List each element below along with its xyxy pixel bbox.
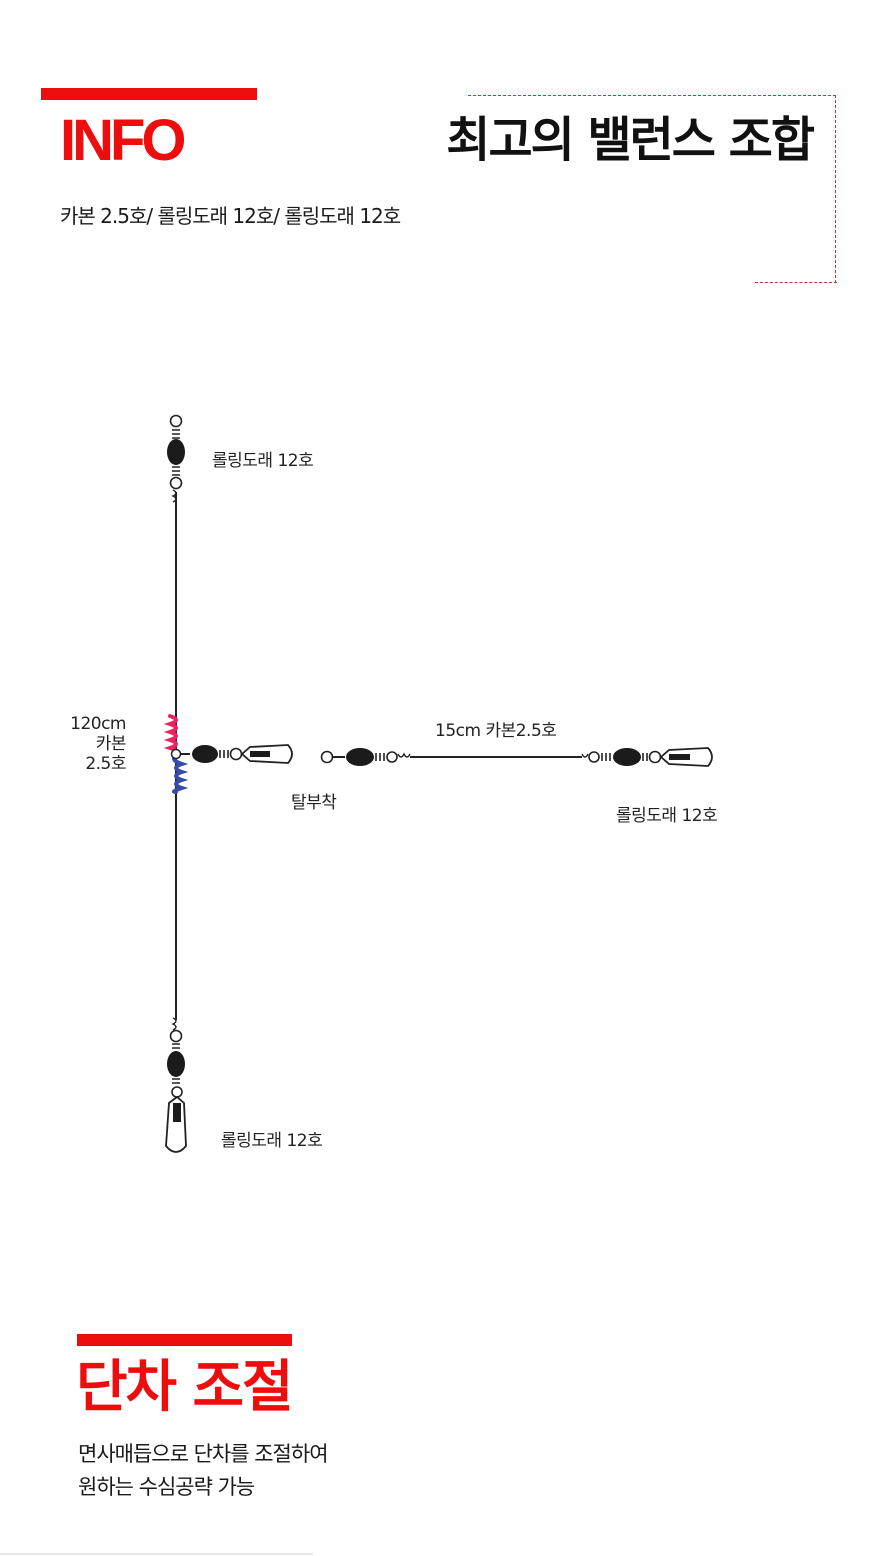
branch-leader-icon xyxy=(320,747,713,767)
headline: 최고의 밸런스 조합 xyxy=(446,112,815,168)
branch-line-label: 15cm 카본2.5호 xyxy=(435,721,557,741)
bottom-swivel-label: 롤링도래 12호 xyxy=(221,1131,323,1151)
dashed-frame xyxy=(468,95,836,283)
spec-line: 카본 2.5호/ 롤링도래 12호/ 롤링도래 12호 xyxy=(60,204,401,228)
branch-swivel-label: 롤링도래 12호 xyxy=(616,806,718,826)
dashed-frame-tail xyxy=(755,282,837,283)
top-swivel-icon xyxy=(167,414,185,503)
main-line-material: 카본 xyxy=(95,734,127,754)
branch-snap-icon xyxy=(170,744,293,764)
adjust-desc-line-2: 원하는 수심공략 가능 xyxy=(78,1475,255,1499)
detach-label: 탈부착 xyxy=(291,793,337,813)
adjust-accent-bar xyxy=(77,1334,292,1346)
top-swivel-label: 롤링도래 12호 xyxy=(212,451,314,471)
adjust-desc-line-1: 면사매듭으로 단차를 조절하여 xyxy=(78,1442,329,1466)
bottom-divider xyxy=(0,1553,313,1555)
bottom-swivel-icon xyxy=(165,1017,187,1153)
main-line-size: 2.5호 xyxy=(85,754,126,774)
adjust-title: 단차 조절 xyxy=(76,1355,294,1420)
main-line-length: 120cm xyxy=(70,714,126,734)
info-accent-bar xyxy=(41,88,257,100)
info-title: INFO xyxy=(60,108,187,173)
knot-pink-icon xyxy=(163,714,180,756)
knot-blue-icon xyxy=(172,754,189,794)
main-line-label: 120cm 카본 2.5호 xyxy=(60,714,126,774)
